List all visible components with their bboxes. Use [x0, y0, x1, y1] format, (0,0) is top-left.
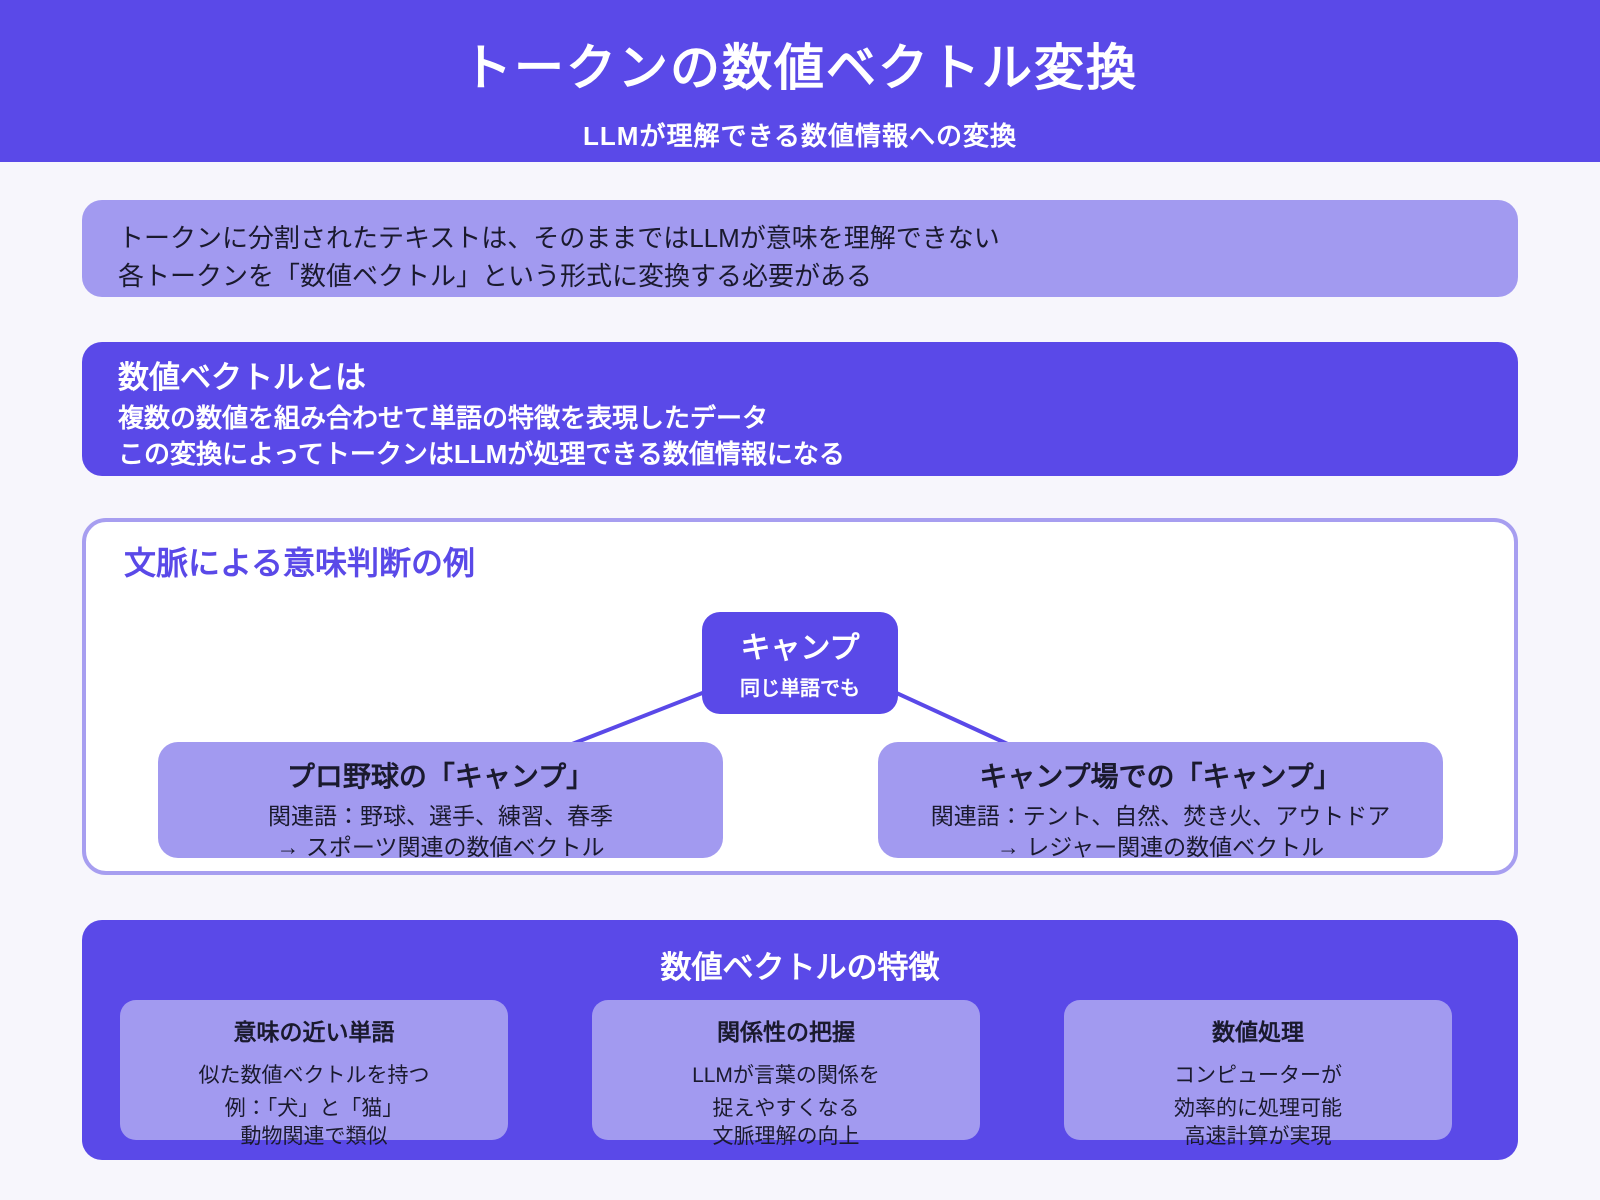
page-subtitle: LLMが理解できる数値情報への変換 — [583, 121, 1017, 151]
context-example-box: 文脈による意味判断の例 キャンプ 同じ単語でも プロ野球の「キャンプ」 関連語：… — [82, 518, 1518, 875]
feature-card-body: LLMが言葉の関係を — [692, 1064, 880, 1087]
feature-card-similar-words: 意味の近い単語 似た数値ベクトルを持つ 例：「犬」と「猫」 動物関連で類似 — [120, 1000, 508, 1148]
feature-card-example-line: 高速計算が実現 — [1184, 1125, 1332, 1148]
intro-line-2: 各トークンを「数値ベクトル」という形式に変換する必要がある — [118, 261, 873, 291]
baseball-camp-vector: → スポーツ関連の数値ベクトル — [276, 834, 605, 860]
campsite-camp-vector: → レジャー関連の数値ベクトル — [996, 834, 1325, 860]
feature-card-example-line: 例：「犬」と「猫」 — [224, 1097, 404, 1120]
intro-box: トークンに分割されたテキストは、そのままではLLMが意味を理解できない 各トーク… — [82, 200, 1518, 297]
features-card-row: 意味の近い単語 似た数値ベクトルを持つ 例：「犬」と「猫」 動物関連で類似 関係… — [82, 1000, 1518, 1148]
campsite-camp-title: キャンプ場での「キャンプ」 — [979, 761, 1342, 792]
camp-node-title: キャンプ — [740, 632, 860, 665]
features-title: 数値ベクトルの特徴 — [660, 950, 940, 985]
feature-card-numeric-processing: 数値処理 コンピューターが 効率的に処理可能 高速計算が実現 — [1064, 1000, 1452, 1148]
feature-card-example-line: 文脈理解の向上 — [712, 1125, 860, 1148]
page-title: トークンの数値ベクトル変換 — [462, 40, 1138, 96]
baseball-camp-card: プロ野球の「キャンプ」 関連語：野球、選手、練習、春季 → スポーツ関連の数値ベ… — [158, 742, 723, 860]
feature-card-title: 意味の近い単語 — [233, 1019, 395, 1045]
camp-node-subtitle: 同じ単語でも — [740, 678, 860, 700]
feature-card-relationships: 関係性の把握 LLMが言葉の関係を 捉えやすくなる 文脈理解の向上 — [592, 1000, 980, 1148]
feature-card-example: 例：「犬」と「猫」 動物関連で類似 — [120, 1095, 508, 1151]
feature-card-title: 数値処理 — [1212, 1019, 1304, 1045]
feature-card-example-line: 効率的に処理可能 — [1174, 1097, 1342, 1120]
campsite-camp-card: キャンプ場での「キャンプ」 関連語：テント、自然、焚き火、アウトドア → レジャ… — [878, 742, 1443, 860]
feature-card-example-line: 動物関連で類似 — [240, 1125, 388, 1148]
definition-line-2: この変換によってトークンはLLMが処理できる数値情報になる — [118, 439, 845, 469]
feature-card-body: コンピューターが — [1174, 1064, 1342, 1087]
definition-title: 数値ベクトルとは — [118, 360, 366, 395]
feature-card-example: 効率的に処理可能 高速計算が実現 — [1064, 1095, 1452, 1151]
campsite-camp-related-words: 関連語：テント、自然、焚き火、アウトドア — [930, 803, 1391, 829]
feature-card-example-line: 捉えやすくなる — [712, 1097, 860, 1120]
feature-card-body: 似た数値ベクトルを持つ — [198, 1064, 430, 1087]
context-example-title: 文脈による意味判断の例 — [124, 545, 476, 581]
camp-root-node: キャンプ 同じ単語でも — [702, 612, 898, 714]
definition-line-1: 複数の数値を組み合わせて単語の特徴を表現したデータ — [118, 403, 769, 433]
feature-card-example: 捉えやすくなる 文脈理解の向上 — [592, 1095, 980, 1151]
baseball-camp-title: プロ野球の「キャンプ」 — [286, 761, 595, 792]
feature-card-title: 関係性の把握 — [717, 1019, 855, 1045]
definition-box: 数値ベクトルとは 複数の数値を組み合わせて単語の特徴を表現したデータ この変換に… — [82, 342, 1518, 476]
header-banner: トークンの数値ベクトル変換 LLMが理解できる数値情報への変換 — [0, 0, 1600, 162]
features-box: 数値ベクトルの特徴 意味の近い単語 似た数値ベクトルを持つ 例：「犬」と「猫」 … — [82, 920, 1518, 1160]
baseball-camp-related-words: 関連語：野球、選手、練習、春季 — [268, 803, 613, 829]
intro-line-1: トークンに分割されたテキストは、そのままではLLMが意味を理解できない — [118, 223, 1000, 253]
